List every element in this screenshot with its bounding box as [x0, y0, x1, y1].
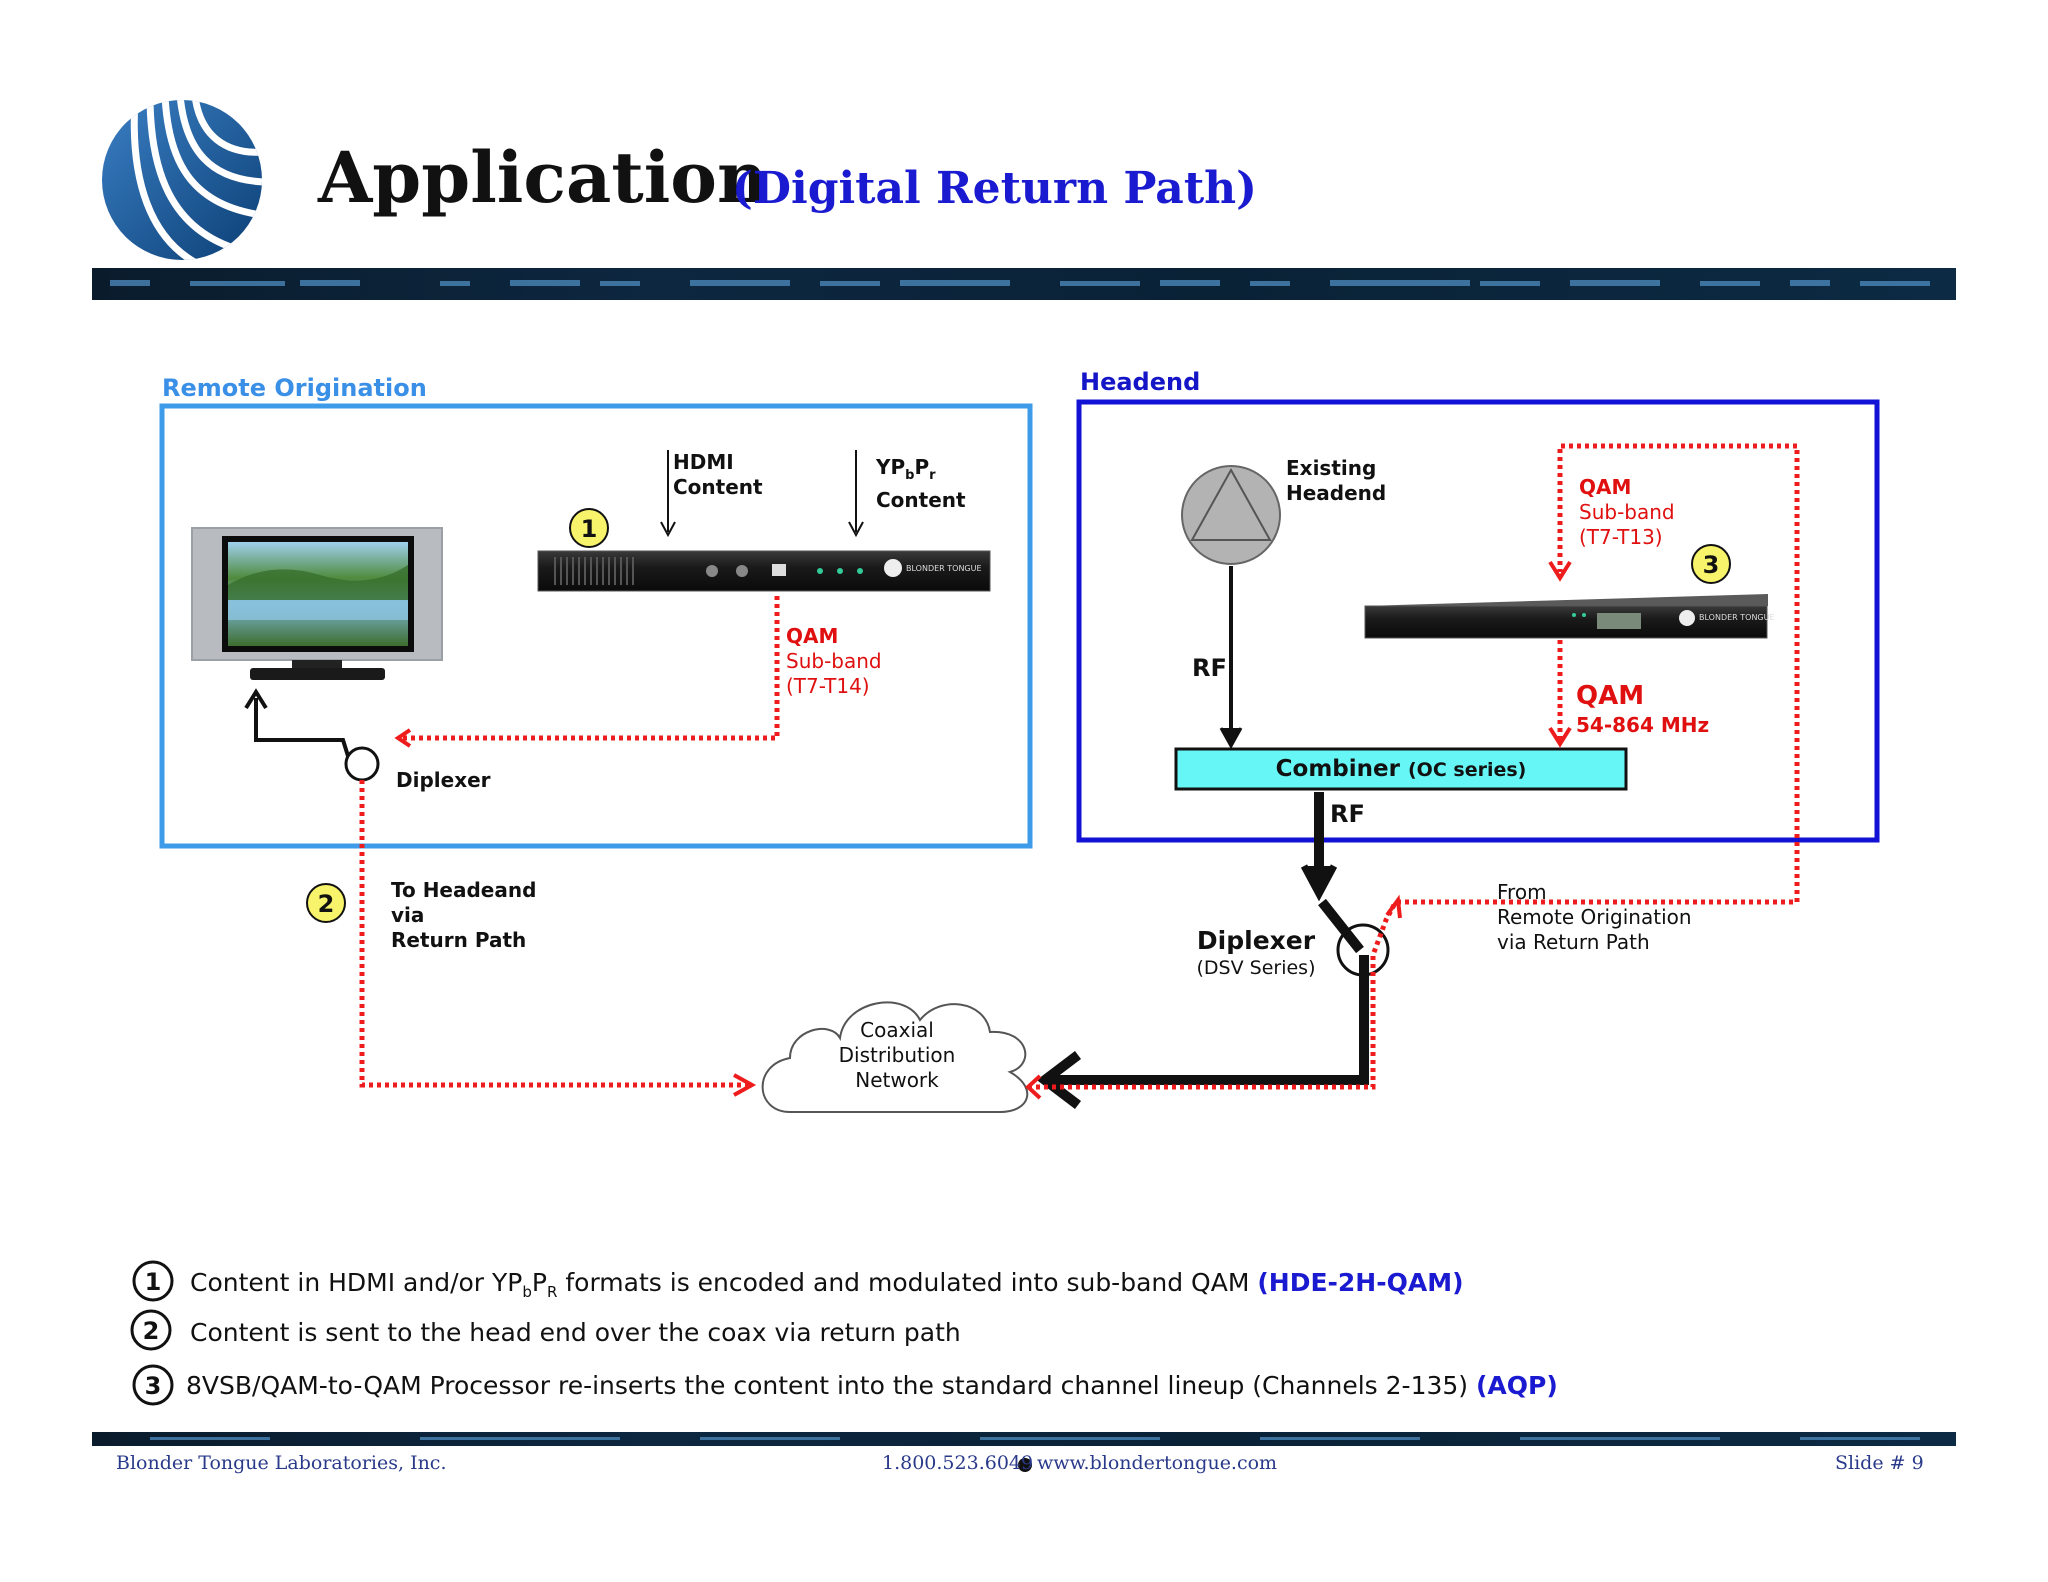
svg-text:3: 3 [145, 1372, 162, 1400]
step-2-text: Content is sent to the head end over the… [190, 1318, 961, 1347]
badge-1: 1 [569, 508, 609, 548]
footer-company: Blonder Tongue Laboratories, Inc. [116, 1452, 447, 1474]
rf-label-left: RF [1192, 654, 1227, 682]
footer-website[interactable]: www.blondertongue.com [1037, 1452, 1278, 1474]
headend-diplexer-label: Diplexer (DSV Series) [1196, 926, 1316, 979]
page-subtitle: (Digital Return Path) [732, 163, 1257, 214]
coaxial-network-cloud [761, 1001, 1029, 1113]
remote-diplexer-circle [344, 746, 380, 782]
ypbpr-content-label: YPbPr Content [876, 455, 966, 512]
combiner-label: Combiner (OC series) [1275, 756, 1527, 782]
tv-feed-line [254, 698, 350, 757]
step-1-text: Content in HDMI and/or YPbPR formats is … [190, 1268, 1464, 1301]
combiner-box [1174, 747, 1628, 791]
headend-diplexer-circle [1336, 923, 1390, 977]
headend-box [1076, 399, 1880, 843]
aqp-processor: BLONDER TONGUE [1364, 594, 1775, 639]
return-path-to-network [359, 780, 748, 1088]
svg-text:2: 2 [143, 1317, 160, 1345]
from-remote-label: From Remote Origination via Return Path [1497, 880, 1692, 954]
svg-text:BLONDER TONGUE: BLONDER TONGUE [906, 564, 982, 573]
remote-qam-label: QAM Sub-band (T7-T14) [786, 624, 882, 698]
qam-output-label: QAM 54-864 MHz [1576, 681, 1710, 737]
header-band [92, 268, 1956, 300]
to-headend-label: To Headeand via Return Path [391, 878, 537, 952]
footer-bullet [1018, 1458, 1032, 1472]
arrowhead-to-diplexer [394, 728, 412, 748]
cloud-label: Coaxial Distribution Network [838, 1018, 956, 1092]
company-logo [102, 100, 262, 260]
svg-text:BLONDER TONGUE: BLONDER TONGUE [1699, 613, 1775, 622]
footer-phone: 1.800.523.6049 [882, 1452, 1034, 1474]
television [191, 527, 443, 680]
page-title: Application [318, 136, 768, 219]
step-circle-2: 2 [130, 1309, 172, 1351]
rf-label-below: RF [1330, 800, 1365, 828]
hde-2h-qam-encoder: BLONDER TONGUE [537, 550, 991, 592]
qam-return-path-local [400, 596, 780, 741]
svg-text:3: 3 [1703, 551, 1720, 579]
input-arrows [660, 450, 864, 538]
step-3-text: 8VSB/QAM-to-QAM Processor re-inserts the… [186, 1371, 1558, 1400]
footer-band [92, 1432, 1956, 1446]
return-path-to-aqp [1397, 443, 1800, 905]
svg-text:1: 1 [145, 1268, 162, 1296]
section-label-remote: Remote Origination [162, 374, 427, 402]
svg-text:2: 2 [318, 890, 335, 918]
section-label-headend: Headend [1080, 368, 1201, 396]
remote-diplexer-label: Diplexer [396, 768, 491, 792]
rf-forward-path [1036, 792, 1369, 1109]
step-circle-3: 3 [132, 1364, 174, 1406]
badge-2: 2 [306, 883, 346, 923]
badge-3: 3 [1691, 544, 1731, 584]
headend-qam-subband-label: QAM Sub-band (T7-T13) [1579, 475, 1675, 549]
existing-headend-icon [1181, 465, 1281, 565]
remote-origination-box [159, 403, 1033, 849]
step-circle-1: 1 [132, 1260, 174, 1302]
existing-headend-label: Existing Headend [1286, 456, 1387, 505]
svg-text:1: 1 [581, 515, 598, 543]
footer-slide-number: Slide # 9 [1835, 1452, 1924, 1474]
